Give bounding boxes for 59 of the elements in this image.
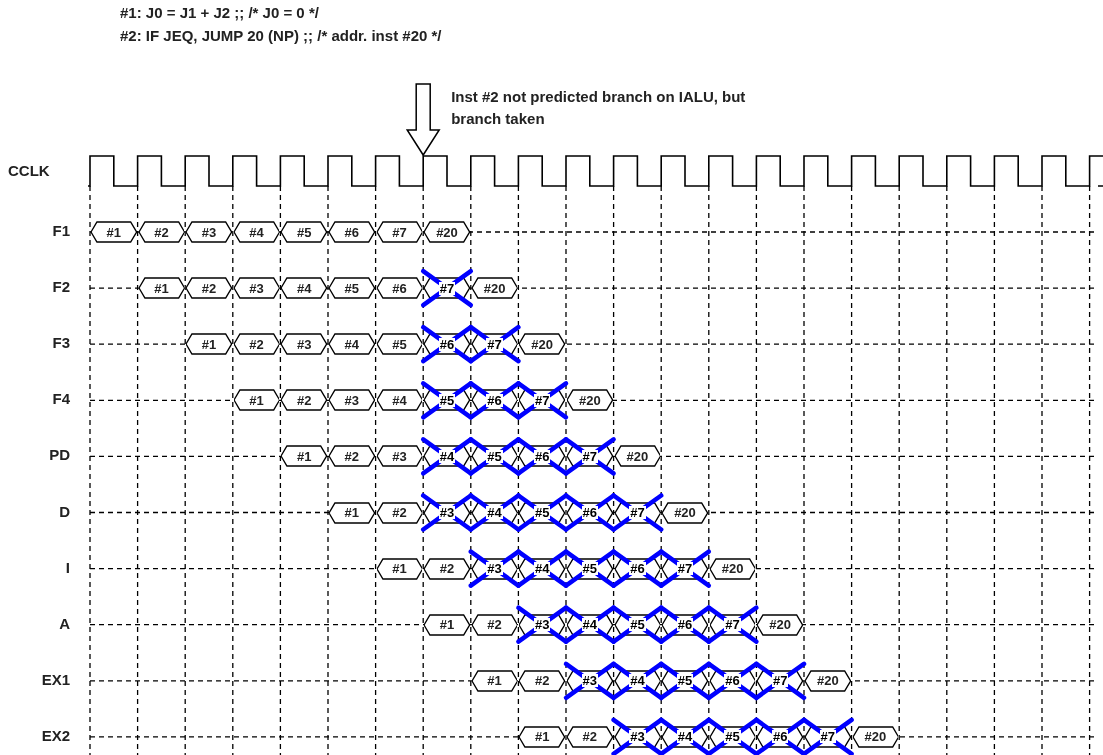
instruction-hexagon: #20 xyxy=(519,333,565,356)
instruction-hexagon: #20 xyxy=(614,445,661,468)
code-line: #1: J0 = J1 + J2 ;; /* J0 = 0 */ xyxy=(120,4,319,21)
pipeline-stage-name: I xyxy=(64,558,70,576)
pipeline-stage-name: F3 xyxy=(51,334,70,352)
instruction-hexagon: #1 xyxy=(519,725,565,748)
instruction-hexagon: #3 xyxy=(281,333,327,356)
pipeline-stage-name: EX1 xyxy=(40,670,70,688)
instruction-hexagon: #1 xyxy=(186,333,232,356)
instruction-hexagon: #2 xyxy=(281,389,327,412)
instruction-hexagon: #4 xyxy=(329,333,375,356)
instruction-hexagon: #3 xyxy=(233,277,280,300)
instruction-hexagon: #20 xyxy=(709,557,756,580)
pipeline-stage-name: F2 xyxy=(51,278,70,296)
instruction-hexagon: #2 xyxy=(567,725,613,748)
instruction-hexagon: #2 xyxy=(138,221,185,243)
instruction-hexagon: #6 xyxy=(329,221,375,243)
instruction-hexagon: #2 xyxy=(519,669,565,692)
instruction-hexagon: #20 xyxy=(471,277,518,300)
instruction-hexagon: #2 xyxy=(376,501,423,524)
code-line: #2: IF JEQ, JUMP 20 (NP) ;; /* addr. inst #20 */ xyxy=(120,27,442,44)
instruction-hexagon: #3 xyxy=(186,221,232,243)
instruction-hexagon: #20 xyxy=(757,613,803,636)
instruction-hexagon: #1 xyxy=(471,669,518,692)
pipeline-stage-name: F4 xyxy=(51,390,70,408)
instruction-hexagon: #6 xyxy=(376,277,423,300)
instruction-hexagon: #4 xyxy=(281,277,327,300)
instruction-hexagon: #20 xyxy=(662,501,708,524)
instruction-hexagon: #2 xyxy=(471,613,518,636)
instruction-hexagon: #4 xyxy=(233,221,280,243)
instruction-hexagon: #5 xyxy=(329,277,375,300)
instruction-hexagon: #3 xyxy=(376,445,423,468)
instruction-hexagon: #1 xyxy=(138,277,185,300)
instruction-hexagon: #2 xyxy=(424,557,470,580)
instruction-hexagon: #20 xyxy=(424,221,470,243)
instruction-hexagon: #5 xyxy=(281,221,327,243)
instruction-hexagon: #4 xyxy=(376,389,423,412)
instruction-hexagon: #1 xyxy=(281,445,327,468)
instruction-hexagon: #3 xyxy=(329,389,375,412)
signal-name: CCLK xyxy=(8,162,50,179)
instruction-hexagon: #1 xyxy=(329,501,375,524)
pipeline-stage-name: EX2 xyxy=(40,726,70,744)
annotation-note: Inst #2 not predicted branch on IALU, but branch taken xyxy=(451,87,747,129)
pipeline-stage-name: F1 xyxy=(51,222,70,239)
instruction-hexagon: #20 xyxy=(567,389,613,412)
instruction-hexagon: #20 xyxy=(805,669,851,692)
instruction-hexagon: #1 xyxy=(424,613,470,636)
instruction-hexagon: #2 xyxy=(329,445,375,468)
pipeline-stage-name: A xyxy=(58,614,70,632)
instruction-hexagon: #2 xyxy=(186,277,232,300)
pipeline-stage-name: D xyxy=(58,502,70,520)
instruction-hexagon: #20 xyxy=(852,725,899,748)
instruction-hexagon: #1 xyxy=(233,389,280,412)
pipeline-stage-name: PD xyxy=(48,446,70,464)
instruction-hexagon: #5 xyxy=(376,333,423,356)
instruction-hexagon: #7 xyxy=(376,221,423,243)
instruction-hexagon: #1 xyxy=(91,221,137,243)
instruction-hexagon: #2 xyxy=(233,333,280,356)
instruction-hexagon: #1 xyxy=(376,557,423,580)
